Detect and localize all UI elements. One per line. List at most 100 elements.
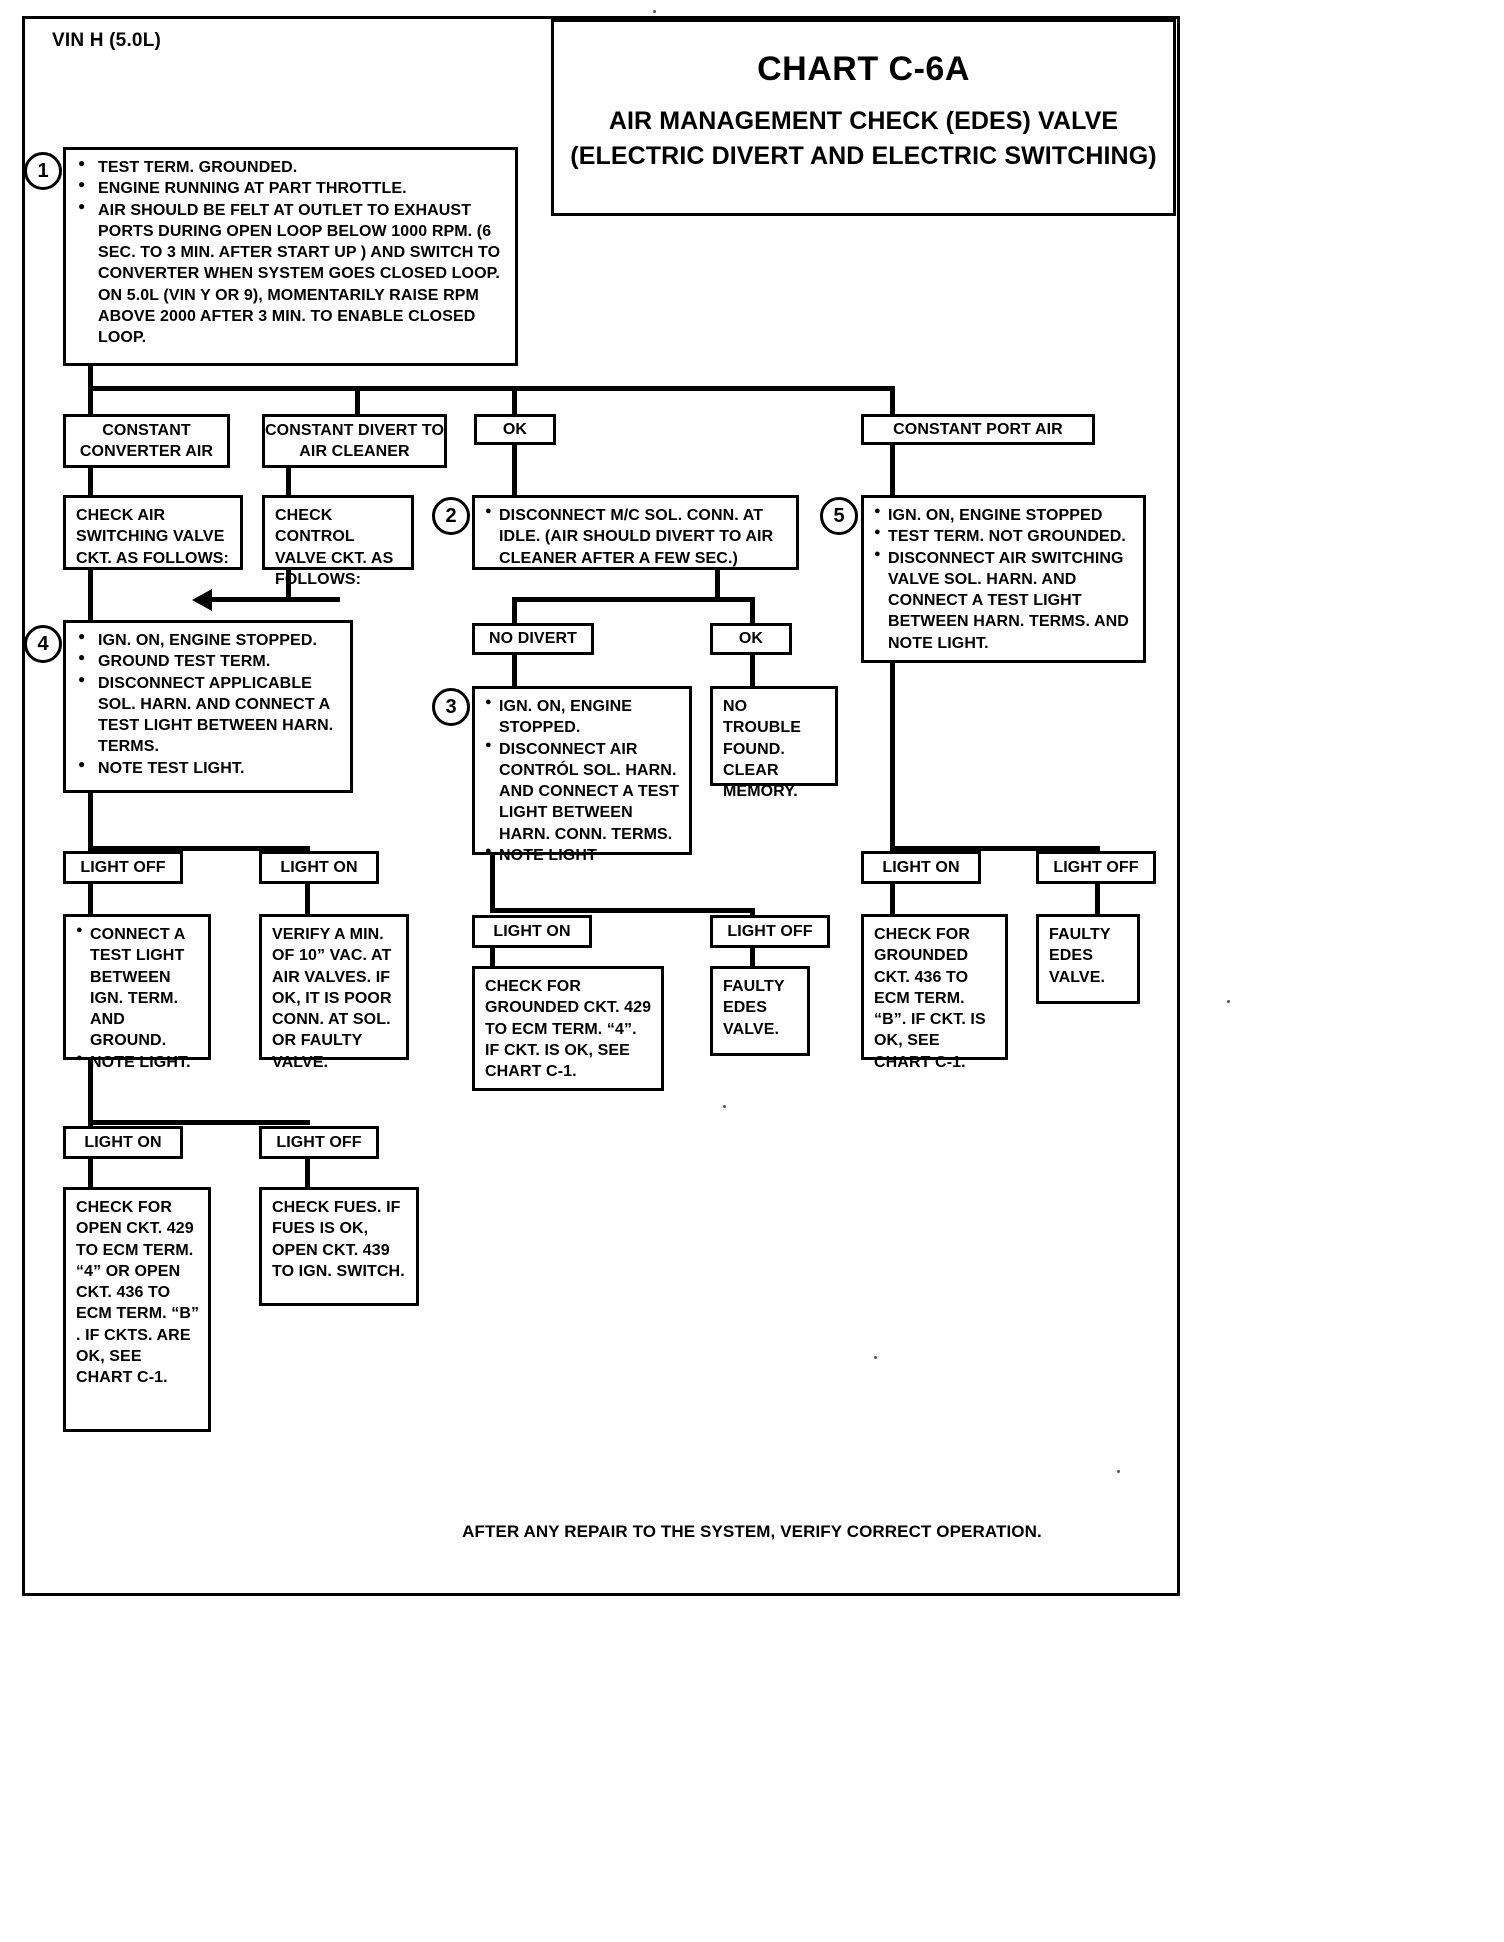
connector-ccv-down: [286, 570, 291, 599]
connector-step2-split: [512, 597, 755, 602]
check-grounded-429-box: CHECK FOR GROUNDED CKT. 429 TO ECM TERM.…: [472, 966, 664, 1091]
step3-box: IGN. ON, ENGINE STOPPED. DISCONNECT AIR …: [472, 686, 692, 864]
faulty-edes-valve-1-text: FAULTY EDES VALVE.: [723, 978, 785, 1038]
connector-to-light-off-2: [305, 1120, 310, 1125]
step1-item-1: TEST TERM. GROUNDED.: [76, 156, 507, 178]
connector-step3-down: [490, 855, 495, 913]
step3-item-2: DISCONNECT AIR CONTRÓL SOL. HARN. AND CO…: [485, 738, 681, 845]
connector-step3-split: [490, 908, 752, 913]
step1-box: TEST TERM. GROUNDED. ENGINE RUNNING AT P…: [63, 147, 518, 366]
scan-speck: [1227, 1000, 1230, 1003]
ok-mid-label: OK: [738, 630, 764, 648]
chart-title-line2: (ELECTRIC DIVERT AND ELECTRIC SWITCHING): [570, 142, 1157, 170]
faulty-edes-valve-1-box: FAULTY EDES VALVE.: [710, 966, 810, 1056]
step3-item-1: IGN. ON, ENGINE STOPPED.: [485, 695, 681, 739]
step4-box: IGN. ON, ENGINE STOPPED. GROUND TEST TER…: [63, 620, 353, 793]
step1-item-2: ENGINE RUNNING AT PART THROTTLE.: [76, 177, 507, 199]
step-number-2: 2: [432, 497, 470, 535]
connector-no-divert-down: [512, 655, 517, 687]
connector-light-on-4-down: [890, 884, 895, 916]
light-off-1-label: LIGHT OFF: [80, 858, 166, 876]
light-on-1-label: LIGHT ON: [280, 858, 358, 876]
scan-speck: [653, 10, 656, 13]
connector-bus-to-cpa: [890, 386, 895, 415]
step2-item-1: DISCONNECT M/C SOL. CONN. AT IDLE. (AIR …: [485, 504, 788, 569]
check-grounded-436-text: CHECK FOR GROUNDED CKT. 436 TO ECM TERM.…: [874, 926, 986, 1071]
no-divert-label: NO DIVERT: [488, 630, 578, 648]
connector-cca-down: [88, 468, 93, 496]
light-off-4-box: LIGHT OFF: [1036, 851, 1156, 884]
connector-main-bus: [88, 386, 895, 391]
step5-box: IGN. ON, ENGINE STOPPED TEST TERM. NOT G…: [861, 495, 1146, 663]
step-number-3: 3: [432, 688, 470, 726]
connector-light-off-4-down: [1095, 884, 1100, 916]
no-trouble-found-box: NO TROUBLE FOUND. CLEAR MEMORY.: [710, 686, 838, 800]
scan-speck: [723, 1105, 726, 1108]
step3-list: IGN. ON, ENGINE STOPPED. DISCONNECT AIR …: [485, 695, 681, 866]
light-on-4-box: LIGHT ON: [861, 851, 981, 884]
light-on-3-box: LIGHT ON: [472, 915, 592, 948]
check-fues-text: CHECK FUES. IF FUES IS OK, OPEN CKT. 439…: [272, 1199, 405, 1280]
connector-light-off-3-down: [750, 948, 755, 970]
step4-item-1: IGN. ON, ENGINE STOPPED.: [76, 629, 342, 651]
step2-box: DISCONNECT M/C SOL. CONN. AT IDLE. (AIR …: [472, 495, 799, 570]
branch-label: CONSTANT CONVERTER AIR: [79, 421, 214, 460]
branch-constant-converter-air: CONSTANT CONVERTER AIR: [63, 414, 230, 468]
connector-bottom-split: [88, 1120, 310, 1125]
connector-step2-down: [715, 570, 720, 600]
connector-ok-mid-down: [750, 655, 755, 687]
connector-light-off-1-down: [88, 884, 93, 916]
connector-step4-down: [88, 793, 93, 851]
connector-step5-split: [890, 846, 1100, 851]
connect-test-light-item-1: CONNECT A TEST LIGHT BETWEEN IGN. TERM. …: [76, 923, 200, 1052]
scan-speck: [1117, 1470, 1120, 1473]
step2-list: DISCONNECT M/C SOL. CONN. AT IDLE. (AIR …: [485, 504, 788, 569]
check-grounded-436-box: CHECK FOR GROUNDED CKT. 436 TO ECM TERM.…: [861, 914, 1008, 1071]
step1-item-3: AIR SHOULD BE FELT AT OUTLET TO EXHAUST …: [76, 199, 507, 349]
light-on-2-box: LIGHT ON: [63, 1126, 183, 1159]
chart-title-line1: AIR MANAGEMENT CHECK (EDES) VALVE: [608, 107, 1119, 135]
connector-bus-to-cca: [88, 386, 93, 415]
light-off-2-label: LIGHT OFF: [276, 1133, 362, 1151]
light-off-3-box: LIGHT OFF: [710, 915, 830, 948]
connector-light-on-2-down: [88, 1159, 93, 1189]
arrow-left-icon: [192, 589, 212, 611]
chart-id: CHART C-6A: [757, 50, 970, 88]
connect-test-light-item-2: NOTE LIGHT.: [76, 1051, 200, 1073]
connector-bus-to-cdac: [355, 386, 360, 415]
connector-merge-to-step4: [210, 597, 340, 602]
connector-bus-to-ok: [512, 386, 517, 415]
no-trouble-found-text: NO TROUBLE FOUND. CLEAR MEMORY.: [723, 698, 802, 801]
connector-light-on-3-down: [490, 948, 495, 970]
branch-ok-top: OK: [474, 414, 556, 445]
branch-constant-port-air: CONSTANT PORT AIR: [861, 414, 1095, 445]
branch-constant-divert-air-cleaner: CONSTANT DIVERT TO AIR CLEANER: [262, 414, 447, 468]
title-block: CHART C-6A AIR MANAGEMENT CHECK (EDES) V…: [551, 19, 1176, 216]
faulty-edes-valve-2-box: FAULTY EDES VALVE.: [1036, 914, 1140, 1004]
connector-light-on-1-down: [305, 884, 310, 916]
branch-label: CONSTANT DIVERT TO AIR CLEANER: [265, 421, 444, 460]
page-border: [22, 16, 1180, 1596]
check-fues-box: CHECK FUES. IF FUES IS OK, OPEN CKT. 439…: [259, 1187, 419, 1306]
light-on-2-label: LIGHT ON: [84, 1133, 162, 1151]
check-air-switching-box: CHECK AIR SWITCHING VALVE CKT. AS FOLLOW…: [63, 495, 243, 570]
step4-list: IGN. ON, ENGINE STOPPED. GROUND TEST TER…: [76, 629, 342, 779]
step-number-1: 1: [24, 152, 62, 190]
light-on-4-label: LIGHT ON: [882, 858, 960, 876]
step4-item-4: NOTE TEST LIGHT.: [76, 757, 342, 779]
connector-step5-down: [890, 663, 895, 850]
branch-label: OK: [502, 420, 528, 438]
connector-ctl-down: [88, 1060, 93, 1130]
connector-step1-down: [88, 366, 93, 390]
step3-item-3: NOTE LIGHT: [485, 844, 681, 866]
faulty-edes-valve-2-text: FAULTY EDES VALVE.: [1049, 926, 1111, 986]
step5-item-1: IGN. ON, ENGINE STOPPED: [874, 504, 1135, 526]
check-control-valve-box: CHECK CONTROL VALVE CKT. AS FOLLOWS:: [262, 495, 414, 588]
connector-to-no-divert: [512, 597, 517, 625]
step5-item-2: TEST TERM. NOT GROUNDED.: [874, 525, 1135, 547]
scan-speck: [874, 1356, 877, 1359]
step5-list: IGN. ON, ENGINE STOPPED TEST TERM. NOT G…: [874, 504, 1135, 654]
connector-cpa-down: [890, 445, 895, 496]
verify-vacuum-box: VERIFY A MIN. OF 10” VAC. AT AIR VALVES.…: [259, 914, 409, 1071]
light-off-3-label: LIGHT OFF: [727, 922, 813, 940]
